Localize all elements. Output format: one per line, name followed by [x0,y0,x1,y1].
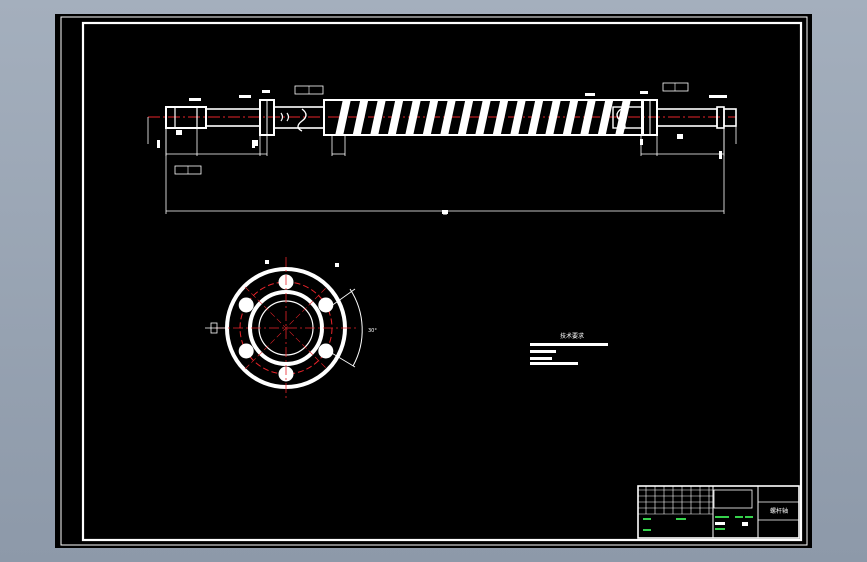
note-line-2 [530,350,556,353]
note-line-4 [530,362,578,365]
angle-label: 30° [368,328,377,334]
screw-flight [597,99,614,136]
title-block: 螺杆轴 [637,485,800,539]
flange-bore [248,290,324,366]
screw-flight [422,99,439,136]
screw-flight [335,99,351,136]
angle-dimension-arc [349,288,363,367]
cad-drawing-canvas[interactable]: ■ 30° 技术要求 螺杆轴 [55,14,812,548]
screw-flight [615,99,631,136]
screw-flight [352,99,369,136]
screw-flight [440,99,456,136]
screw-flight [580,99,596,136]
outer-frame [60,16,808,546]
flange-end-view [205,257,363,399]
screw-flight [370,99,386,136]
screw-shaft-view [147,82,737,214]
title-block-part-name: 螺杆轴 [770,507,788,515]
bolt-hole [318,297,334,313]
overall-length-dimension: ■ [443,210,448,216]
technical-notes: 技术要求 [530,332,608,365]
screw-flights [335,99,631,136]
note-line-3 [530,357,552,360]
bolt-hole [238,297,254,313]
right-key-mark [677,134,683,139]
inner-frame [81,21,803,542]
screw-flight [545,99,561,136]
bolt-hole [318,343,334,359]
screw-flight [492,99,509,136]
left-key-mark [176,130,182,135]
screw-flight [562,99,579,136]
drawing-sheet: ■ 30° 技术要求 螺杆轴 [55,14,812,548]
notes-heading: 技术要求 [560,332,584,340]
screw-flight [475,99,491,136]
screw-flight [457,99,474,136]
screw-flight [510,99,526,136]
screw-flight [387,99,404,136]
tolerance-frame-right [662,82,689,92]
screw-flight [527,99,544,136]
note-line-1 [530,343,608,346]
title-block-green-labels [643,516,753,531]
bolt-hole [238,343,254,359]
annotation-marks [157,90,727,214]
screw-flight [405,99,421,136]
